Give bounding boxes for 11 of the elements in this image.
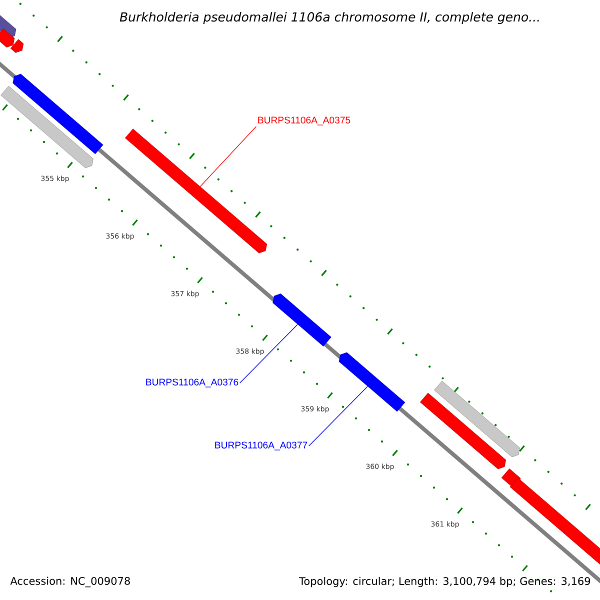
gene-label: BURPS1106A_A0375 [258,116,350,126]
title: Burkholderia pseudomallei 1106a chromosome II, complete geno... [120,12,539,24]
leader-line [200,126,257,187]
gene-arrow [338,352,406,412]
footer-text: Accession: NC_009078 [10,576,130,588]
gene-arrow [272,294,332,346]
gene-label: BURPS1106A_A0377 [215,442,308,450]
gene-label: BURPS1106A_A0376 [146,378,238,388]
leader-line [308,386,368,446]
footer-text: Topology: circular; Length: 3,100,794 bp; Genes: 3,169 [299,576,590,588]
leader-line [239,324,298,384]
